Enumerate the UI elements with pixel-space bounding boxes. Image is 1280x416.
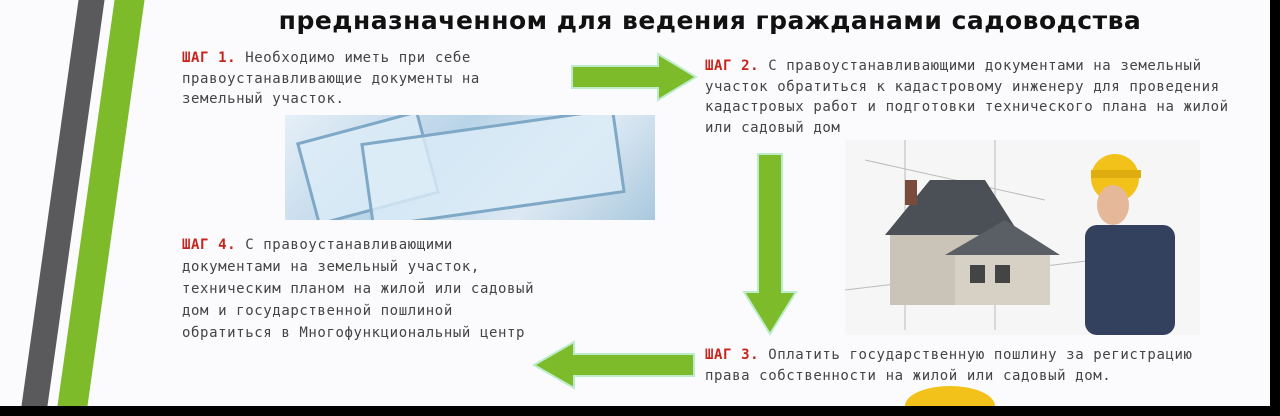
documents-image xyxy=(285,115,655,220)
step-label: ШАГ 2. xyxy=(705,58,760,74)
slide-title: предназначенном для ведения гражданами с… xyxy=(278,6,1142,35)
arrow-down-icon xyxy=(742,153,798,336)
step-text: С правоустанавливающими документами на з… xyxy=(182,237,535,341)
step-text: С правоустанавливающими документами на з… xyxy=(705,58,1229,136)
step-2: ШАГ 2. С правоустанавливающими документа… xyxy=(705,56,1230,138)
step-text: Оплатить государственную пошлину за реги… xyxy=(705,347,1193,384)
house-engineer-image xyxy=(844,140,1200,335)
step-1: ШАГ 1. Необходимо иметь при себе правоус… xyxy=(182,48,567,110)
decorative-yellow-circle xyxy=(905,386,995,406)
slide: предназначенном для ведения гражданами с… xyxy=(0,0,1270,406)
step-label: ШАГ 4. xyxy=(182,237,237,253)
step-4: ШАГ 4. С правоустанавливающими документа… xyxy=(182,234,537,344)
arrow-right-icon xyxy=(571,52,698,102)
step-label: ШАГ 3. xyxy=(705,347,760,363)
step-label: ШАГ 1. xyxy=(182,50,237,66)
step-3: ШАГ 3. Оплатить государственную пошлину … xyxy=(705,345,1230,386)
arrow-left-icon xyxy=(531,340,695,390)
step-text: Необходимо иметь при себе правоустанавли… xyxy=(182,50,480,107)
